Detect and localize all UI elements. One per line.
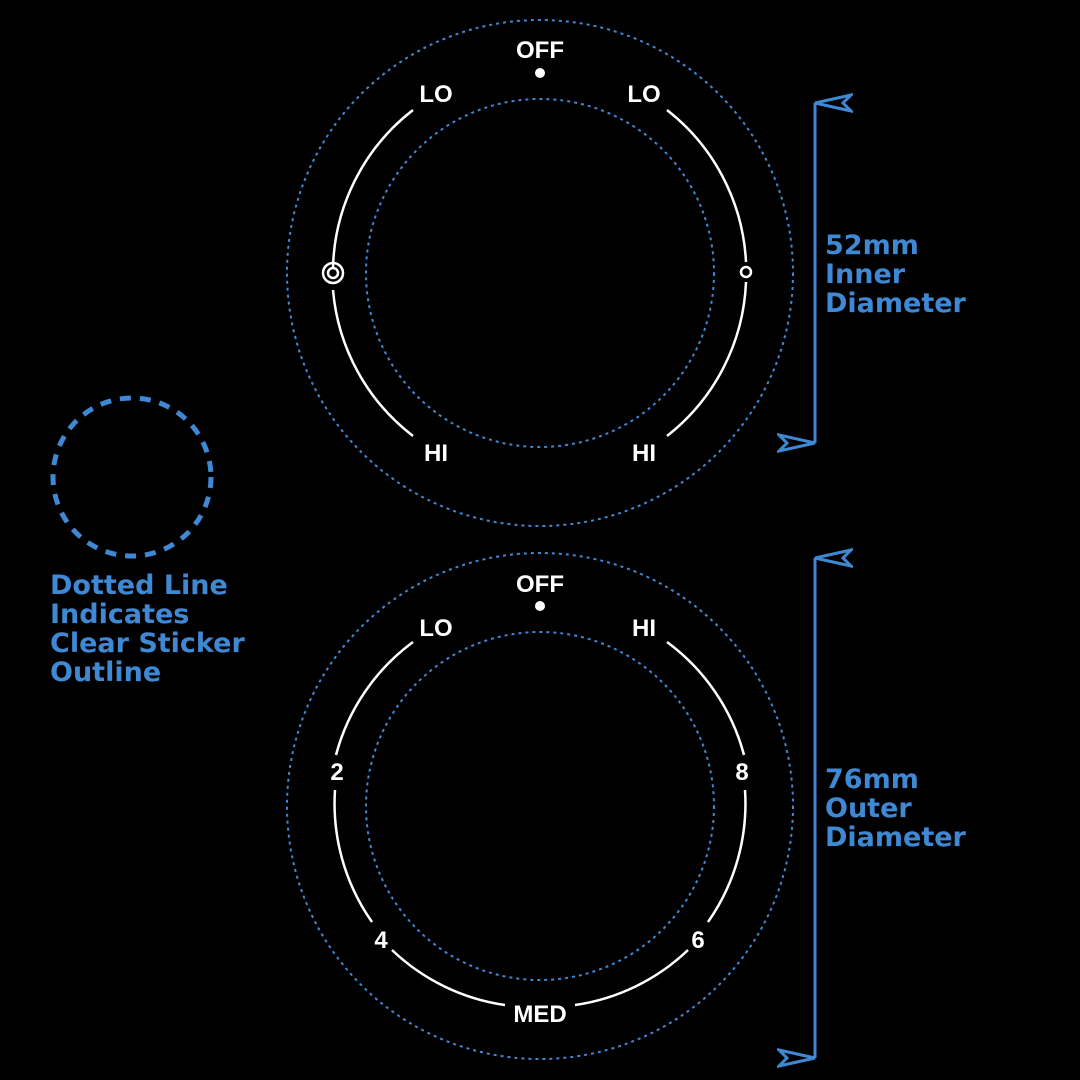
outer-diameter-word: Outer	[825, 793, 912, 824]
legend-line-4: Outline	[50, 657, 161, 688]
bottom-dial-off-dot	[535, 601, 545, 611]
bottom-dial: OFF LO HI 2 8 4 6 MED	[286, 552, 794, 1060]
bottom-dial-arc-6-to-med	[574, 949, 689, 1007]
small-ring-icon	[739, 265, 753, 279]
top-dial-inner-dotted-outline	[365, 98, 715, 448]
top-dial-right-hi-label: HI	[632, 440, 656, 467]
legend-line-2: Indicates	[50, 599, 189, 630]
legend-line-1: Dotted Line	[50, 570, 228, 601]
inner-diameter-label: 52mm Inner Diameter	[825, 230, 967, 319]
top-dial-off-label: OFF	[516, 37, 564, 64]
outer-diameter-label: 76mm Outer Diameter	[825, 764, 967, 853]
outer-diameter-value: 76mm	[825, 764, 919, 795]
top-dial-off-dot	[535, 68, 545, 78]
bottom-dial-label-8: 8	[735, 759, 748, 786]
inner-diameter-value: 52mm	[825, 230, 919, 261]
double-ring-icon	[321, 261, 345, 285]
outer-diameter-caption: Diameter	[825, 822, 967, 853]
top-dial-left-arc-lower	[331, 289, 414, 437]
top-dial-left-lo-label: LO	[419, 81, 452, 108]
bottom-dial-lo-label: LO	[419, 615, 452, 642]
bottom-dial-med-label: MED	[513, 1001, 566, 1028]
inner-diameter-word: Inner	[825, 259, 906, 290]
top-dial-right-arc	[666, 109, 748, 263]
bottom-dial-outer-dotted-outline	[286, 552, 794, 1060]
top-dial-outer-dotted-outline	[286, 19, 794, 527]
top-dial-left-arc	[331, 109, 414, 269]
bottom-dial-arc-hi-to-8	[666, 640, 746, 756]
top-dial: OFF LO LO HI HI	[286, 19, 794, 527]
bottom-dial-inner-dotted-outline	[365, 631, 715, 981]
bottom-dial-arc-8-to-6	[706, 789, 747, 923]
legend-line-3: Clear Sticker	[50, 628, 245, 659]
inner-diameter-caption: Diameter	[825, 288, 967, 319]
bottom-dial-arc-lo-to-2	[334, 640, 414, 756]
top-dial-right-lo-label: LO	[627, 81, 660, 108]
bottom-dial-arc-2-to-4	[333, 789, 374, 923]
legend-text: Dotted Line Indicates Clear Sticker Outl…	[50, 570, 245, 688]
bottom-dial-label-6: 6	[691, 927, 704, 954]
bottom-dial-off-label: OFF	[516, 571, 564, 598]
top-dial-right-arc-lower	[666, 281, 748, 437]
bottom-dial-label-2: 2	[330, 759, 343, 786]
legend-dotted-circle	[50, 395, 214, 559]
bottom-dial-label-4: 4	[374, 927, 388, 954]
bottom-dial-hi-label: HI	[632, 615, 656, 642]
top-dial-left-hi-label: HI	[424, 440, 448, 467]
bottom-dial-arc-4-to-med	[391, 949, 506, 1007]
